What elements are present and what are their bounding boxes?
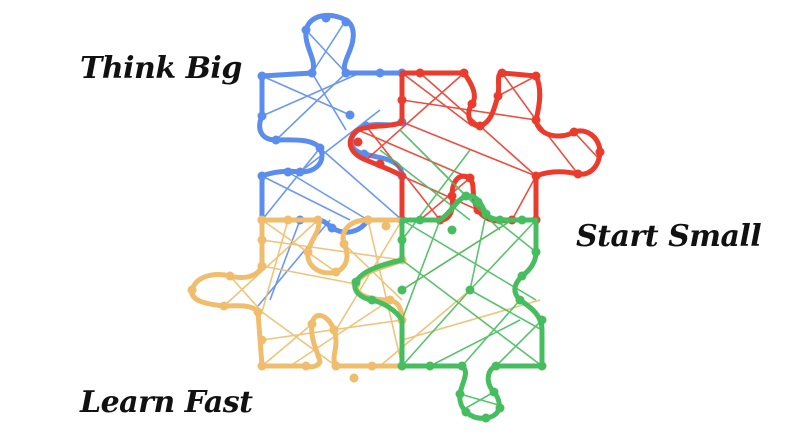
yellow-puzzle-piece: [187, 215, 541, 383]
slogan-start-small: Start Small: [576, 219, 762, 254]
yellow-piece-outline: [189, 217, 405, 370]
yellow-nodes: [187, 215, 407, 383]
slogan-learn-fast: Learn Fast: [80, 385, 253, 420]
yellow-mesh-lines: [223, 219, 541, 367]
red-mesh-lines: [357, 72, 601, 221]
blue-puzzle-piece: [257, 12, 407, 307]
green-mesh-lines: [379, 129, 543, 409]
green-puzzle-piece: [351, 129, 547, 423]
blue-mesh-lines: [257, 19, 403, 307]
green-nodes: [351, 191, 547, 423]
slogan-think-big: Think Big: [80, 51, 242, 86]
